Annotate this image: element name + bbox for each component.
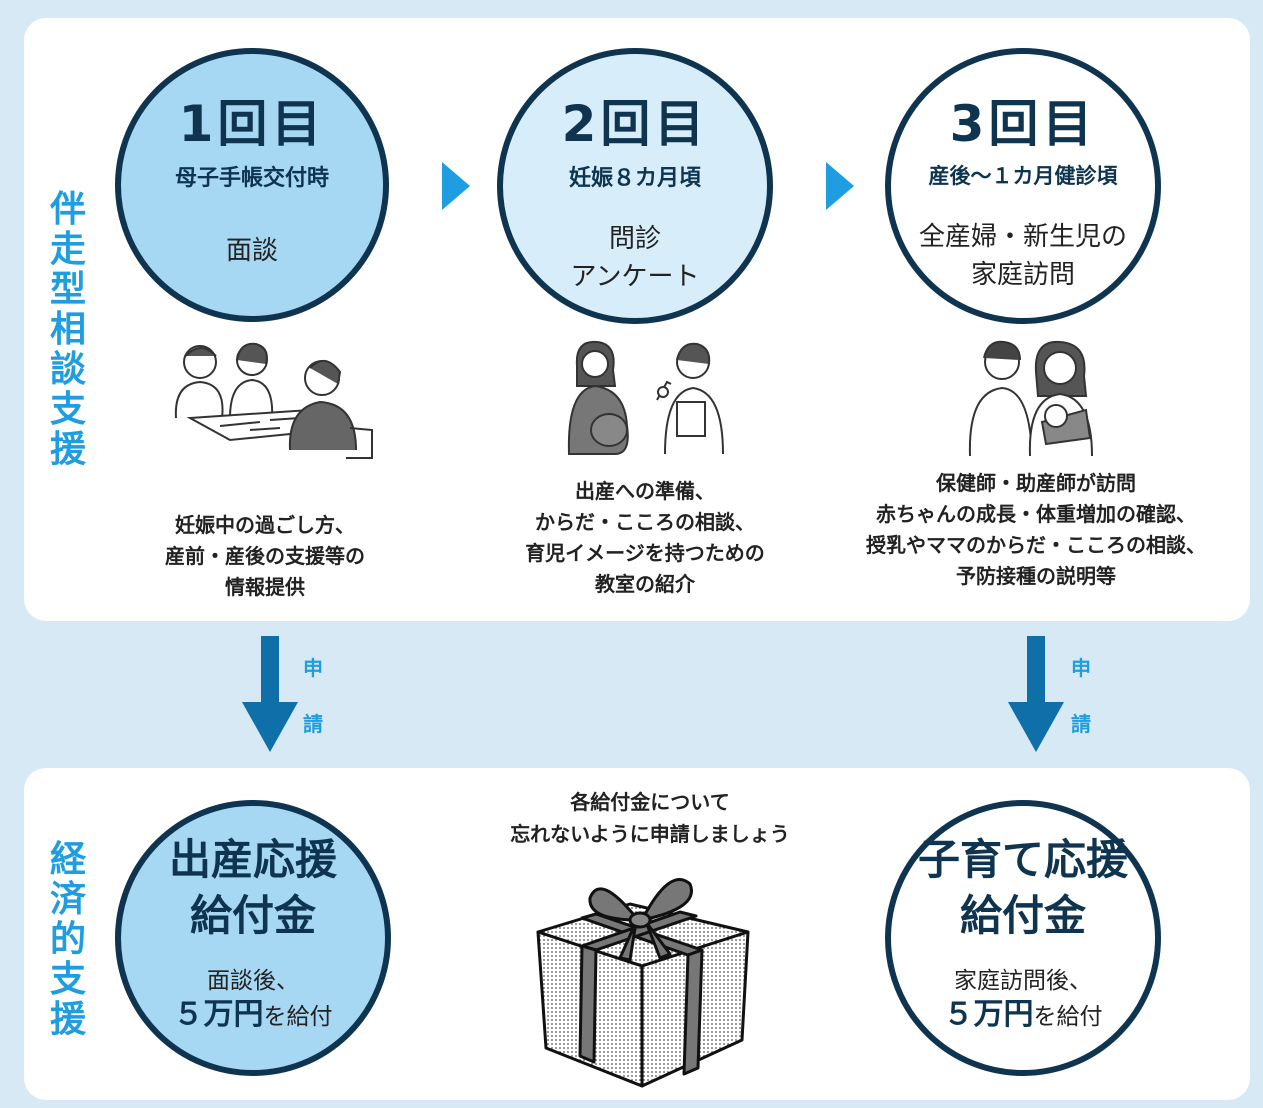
pregnant-woman-doctor-illustration	[567, 340, 724, 455]
benefit-amount: ５万円	[173, 997, 264, 1032]
benefit-amount: ５万円	[943, 997, 1034, 1032]
round-2-subtitle: 妊娠８カ月頃	[568, 166, 701, 191]
economic-support-label: 経済的支援	[49, 839, 86, 1040]
down-arrow-icon	[242, 636, 298, 752]
round-3-circle: 3回目 産後～１カ月健診頃 全産婦・新生児の家庭訪問	[885, 48, 1161, 324]
arrow-right-icon	[442, 162, 470, 210]
apply-label-right: 申請	[1071, 656, 1091, 736]
apply-label-left: 申請	[303, 656, 323, 736]
round-2-caption: 出産への準備、からだ・こころの相談、育児イメージを持つための教室の紹介	[525, 479, 765, 596]
application-reminder: 各給付金について忘れないように申請しましょう	[510, 790, 790, 846]
arrow-right-icon	[826, 162, 854, 210]
birth-support-benefit-title: 出産応援給付金	[168, 835, 337, 940]
down-arrow-icon	[1008, 636, 1064, 752]
round-2-desc: 問診アンケート	[570, 224, 700, 292]
round-2-circle: 2回目 妊娠８カ月頃 問診アンケート	[497, 48, 773, 324]
consultation-meeting-illustration	[174, 342, 373, 459]
round-1-circle: 1回目 母子手帳交付時 面談	[115, 48, 389, 322]
round-3-caption: 保健師・助産師が訪問赤ちゃんの成長・体重増加の確認、授乳やママのからだ・こころの…	[866, 471, 1206, 588]
round-1-title: 1回目	[178, 95, 326, 153]
round-1-subtitle: 母子手帳交付時	[174, 166, 329, 191]
round-3-subtitle: 産後～１カ月健診頃	[928, 164, 1118, 188]
birth-support-benefit-circle: 出産応援給付金 面談後、 ５万円を給付	[115, 800, 391, 1076]
round-1-desc: 面談	[225, 236, 278, 266]
accompany-support-label: 伴走型相談支援	[49, 189, 86, 470]
gift-box-icon	[536, 878, 750, 1088]
family-with-baby-illustration	[968, 340, 1093, 457]
childcare-support-benefit-circle: 子育て応援給付金 家庭訪問後、 ５万円を給付	[885, 800, 1161, 1076]
round-3-desc: 全産婦・新生児の家庭訪問	[918, 222, 1127, 290]
birth-support-benefit-desc: 面談後、 ５万円を給付	[173, 968, 333, 1032]
childcare-support-benefit-title: 子育て応援給付金	[917, 835, 1128, 940]
round-1-caption: 妊娠中の過ごし方、産前・産後の支援等の情報提供	[165, 513, 365, 599]
round-2-title: 2回目	[561, 95, 709, 153]
round-3-title: 3回目	[949, 95, 1097, 153]
childcare-support-benefit-desc: 家庭訪問後、 ５万円を給付	[943, 968, 1103, 1032]
